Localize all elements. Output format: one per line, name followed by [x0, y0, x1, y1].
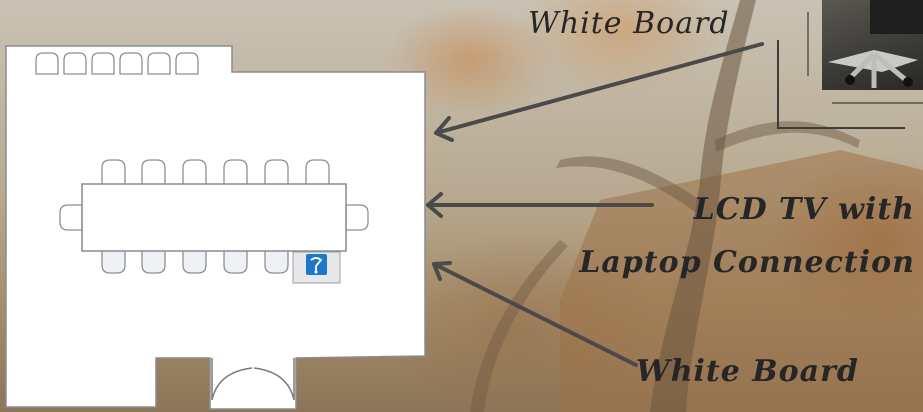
label-lcd-tv: LCD TV with — [693, 192, 915, 227]
chair — [175, 52, 199, 75]
table-chairs-top — [101, 159, 330, 186]
chair — [91, 52, 115, 75]
room-photo-thumbnail — [822, 0, 923, 90]
chair — [264, 159, 289, 186]
label-white-board-bottom: White Board — [636, 354, 859, 389]
office-chair-image — [828, 0, 923, 88]
chair — [101, 249, 126, 274]
chair — [147, 52, 171, 75]
wall-chairs-top — [35, 52, 199, 75]
chair — [305, 159, 330, 186]
arrow-to-top-whiteboard — [434, 42, 764, 142]
label-white-board-top: White Board — [528, 6, 730, 41]
chair-left-end — [59, 204, 83, 231]
chair — [141, 249, 166, 274]
double-door — [211, 358, 295, 401]
photo-frame-outline — [807, 12, 923, 104]
photo-frame-outline — [777, 40, 905, 129]
chair — [101, 159, 126, 186]
label-laptop-connection: Laptop Connection — [579, 245, 915, 280]
table-chairs-bottom — [101, 249, 289, 274]
conference-table — [81, 183, 347, 252]
chair — [63, 52, 87, 75]
building-wall — [560, 150, 923, 412]
arrow-to-bottom-whiteboard — [432, 261, 638, 367]
tree-branch — [470, 240, 568, 412]
tree-branch — [556, 156, 700, 214]
chair-right-end — [345, 204, 369, 231]
chair — [141, 159, 166, 186]
connection-port-icon — [292, 251, 341, 284]
arrow-to-lcd-tv — [426, 192, 654, 218]
chair — [182, 159, 207, 186]
chair — [223, 249, 248, 274]
tree-trunk — [650, 0, 756, 412]
chair — [264, 249, 289, 274]
chair — [223, 159, 248, 186]
chair — [119, 52, 143, 75]
chair — [35, 52, 59, 75]
chair — [182, 249, 207, 274]
